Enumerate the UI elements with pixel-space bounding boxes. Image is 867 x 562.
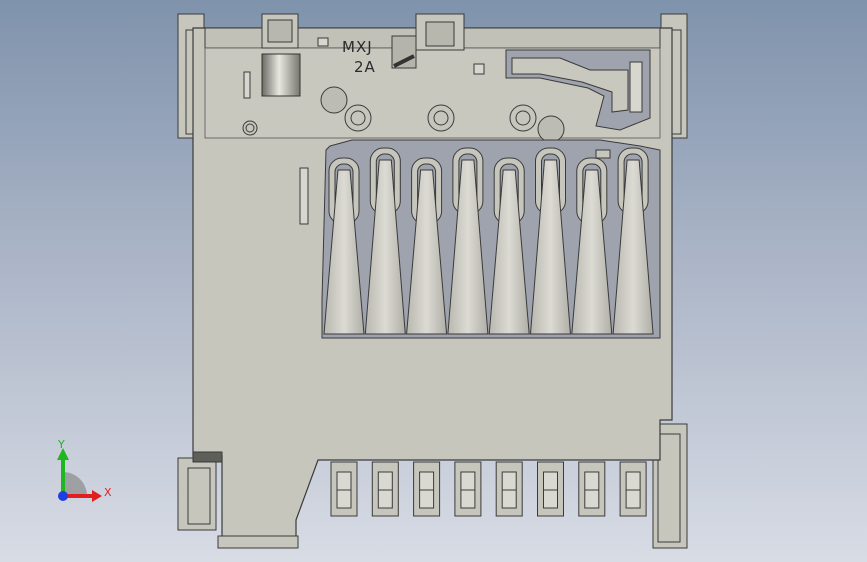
triad-y-arrow-icon: [57, 448, 69, 460]
triad-x-label: X: [104, 486, 112, 499]
triad-rotation-wedge: [63, 472, 87, 496]
triad-y-label: Y: [57, 438, 65, 451]
pocket-slot: [299, 167, 309, 225]
coordinate-triad[interactable]: Y X: [57, 438, 112, 502]
solder-terminal: [619, 461, 647, 517]
cylinder-boss: [261, 53, 301, 97]
contact-springs: [323, 147, 654, 335]
contact-spring: [571, 157, 613, 335]
shaded-dome: [537, 115, 565, 143]
triad-z-axis-icon: [58, 491, 68, 501]
solder-terminals: [330, 461, 647, 517]
contact-spring: [447, 147, 489, 335]
small-slot: [473, 63, 485, 75]
top-latch-right: [415, 13, 465, 51]
contact-spring: [364, 147, 406, 335]
eject-spring: [505, 49, 651, 131]
contact-spring: [323, 157, 365, 335]
solder-terminal: [578, 461, 606, 517]
small-slot: [317, 37, 329, 47]
small-boss: [242, 120, 258, 136]
small-slot: [243, 71, 251, 99]
mount-hole: [344, 104, 537, 132]
triad-x-arrow-icon: [92, 490, 102, 502]
solder-terminal: [371, 461, 399, 517]
top-latch-left: [261, 13, 299, 49]
solder-terminal: [454, 461, 482, 517]
solder-terminal: [330, 461, 358, 517]
shaded-dome: [320, 86, 348, 114]
solder-terminal: [537, 461, 564, 517]
contact-spring: [612, 147, 654, 335]
solder-terminal: [413, 461, 441, 517]
solder-terminal: [495, 461, 523, 517]
contact-spring: [529, 147, 572, 335]
contact-spring: [406, 157, 448, 335]
engraving-line2: 2A: [354, 58, 376, 76]
detect-switch: [391, 35, 417, 69]
engraving-line1: MXJ: [342, 38, 373, 56]
pocket-tab: [595, 149, 611, 159]
contact-spring: [488, 157, 530, 335]
left-foot: [192, 451, 223, 463]
bottom-tab: [217, 535, 299, 549]
